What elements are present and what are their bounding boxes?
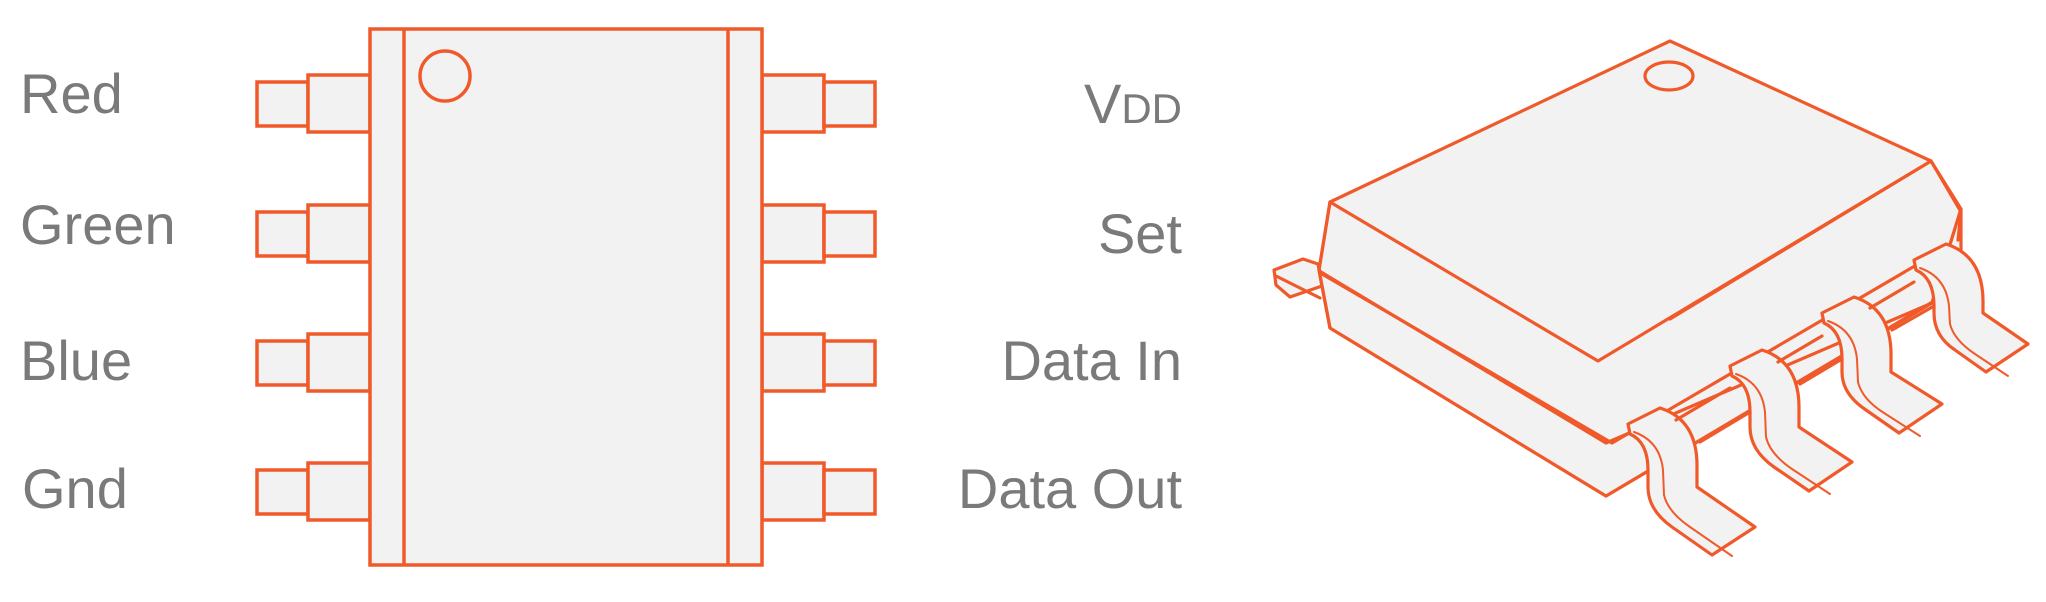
- left-pin-1: [255, 73, 372, 134]
- left-pin-2: [255, 203, 372, 264]
- left-pin-4: [255, 461, 372, 522]
- pin1-marker-dot: [418, 49, 472, 103]
- pin-label-vdd: VDD: [1084, 72, 1182, 135]
- package-edge-right: [1929, 159, 1963, 242]
- visible-lead-3: [1820, 295, 1944, 437]
- package-pin1-dimple: [1643, 60, 1695, 92]
- pin-label-data-in: Data In: [1001, 329, 1182, 392]
- right-pin-1: [760, 73, 877, 134]
- lead-connectors: [1674, 280, 1936, 444]
- pin-label-gnd: Gnd: [22, 457, 128, 520]
- visible-lead-2: [1728, 348, 1854, 495]
- package-edge-left: [1317, 200, 1332, 330]
- visible-lead-1: [1626, 406, 1757, 557]
- pin-label-red: Red: [20, 62, 123, 125]
- left-pin-labels: Red Green Blue Gnd: [20, 62, 176, 520]
- left-pin-3: [255, 332, 372, 393]
- visible-lead-4: [1912, 242, 2030, 377]
- right-pin-4: [760, 461, 877, 522]
- right-pin-2: [760, 203, 877, 264]
- right-pin-labels: VDD Set Data In Data Out: [958, 72, 1183, 520]
- pin-label-vdd-main: V: [1084, 72, 1122, 135]
- pin-label-vdd-sub: DD: [1121, 85, 1182, 132]
- package-3d-view: [1272, 39, 2030, 557]
- pin-label-data-out: Data Out: [958, 457, 1183, 520]
- right-pin-3: [760, 332, 877, 393]
- pinout-diagram: [255, 27, 877, 567]
- chip-body: [368, 27, 764, 567]
- pin-label-blue: Blue: [20, 329, 132, 392]
- pin-label-green: Green: [20, 193, 176, 256]
- package-edge-front: [1320, 258, 1927, 445]
- pin-label-set: Set: [1098, 202, 1182, 265]
- hidden-side-leads: [1272, 257, 1324, 300]
